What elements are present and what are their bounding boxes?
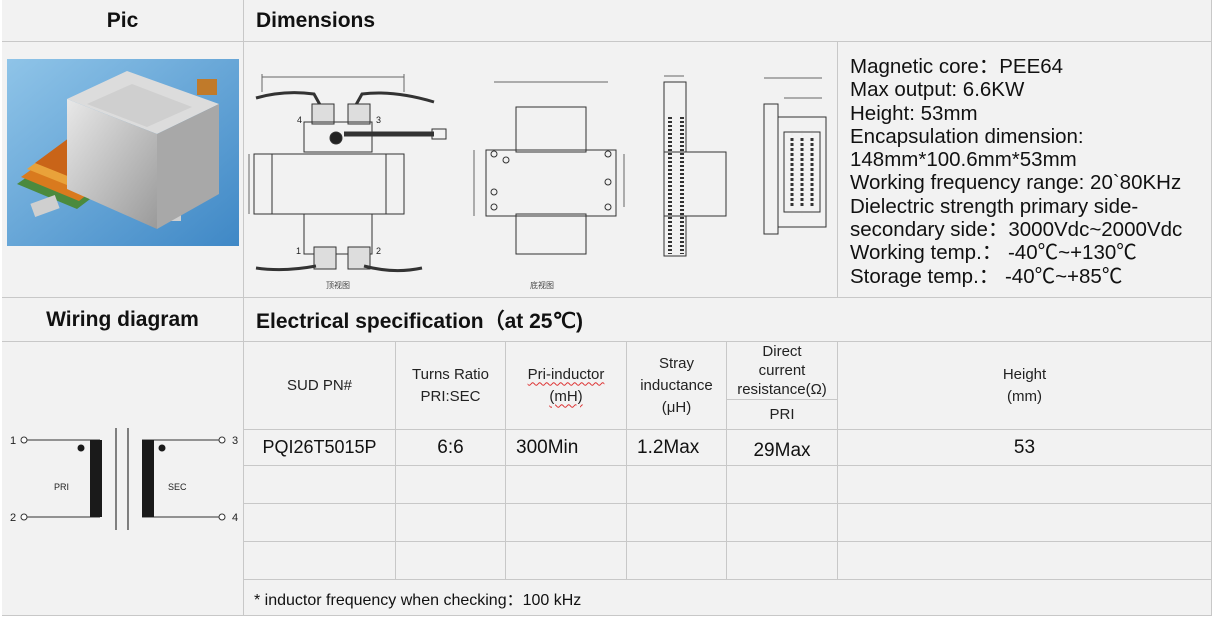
spec-magnetic-core: Magnetic core：PEE64 — [850, 55, 1064, 78]
col-header-stray-inductance: Stray inductance (μH) — [627, 342, 727, 430]
empty-cell — [627, 542, 727, 580]
pin-2-terminal — [20, 513, 28, 521]
col-header-turns-ratio: Turns Ratio PRI:SEC — [396, 342, 506, 430]
cell-height: 53 — [838, 430, 1212, 466]
empty-cell — [727, 466, 838, 504]
spec-max-output: Max output: 6.6KW — [850, 78, 1025, 102]
pin-1-terminal — [20, 436, 28, 444]
pic-header: Pic — [2, 0, 244, 42]
empty-cell — [506, 504, 627, 542]
cell-stray-inductance: 1.2Max — [627, 430, 727, 466]
col-header-pri-inductor: Pri-inductor (mH) — [506, 342, 627, 430]
bottom-view-drawing: 底视图 — [473, 81, 625, 290]
pin-2-label: 2 — [376, 246, 381, 256]
wiring-pin-1: 1 — [10, 435, 16, 447]
empty-cell — [727, 504, 838, 542]
empty-cell — [396, 504, 506, 542]
col-header-height: Height (mm) — [838, 342, 1212, 430]
cell-dcr: 29Max — [727, 430, 838, 466]
cell-pri-inductor: 300Min — [506, 430, 627, 466]
sec-label: SEC — [168, 482, 187, 492]
dimensions-header: Dimensions — [244, 0, 1212, 42]
transformer-photo — [7, 59, 239, 246]
spec-storage-temp: Storage temp.： -40℃~+85℃ — [850, 264, 1123, 288]
top-view-caption: 顶视图 — [326, 280, 350, 290]
spec-encapsulation-value: 148mm*100.6mm*53mm — [850, 148, 1077, 172]
dimension-drawings: 4 3 1 2 顶视图 底视图 — [248, 74, 827, 290]
pri-label: PRI — [54, 482, 69, 492]
empty-cell — [838, 542, 1212, 580]
specs-cell — [838, 42, 1212, 298]
empty-cell — [244, 542, 396, 580]
pin-1-label: 1 — [296, 246, 301, 256]
bottom-view-caption: 底视图 — [530, 280, 554, 290]
spec-working-temp: Working temp.： -40℃~+130℃ — [850, 241, 1137, 265]
end-view-drawing — [763, 77, 827, 235]
pin-3-label: 3 — [376, 115, 381, 125]
pin-3-terminal — [218, 436, 226, 444]
spec-dielectric-label: Dielectric strength primary side- — [850, 194, 1139, 218]
empty-cell — [727, 542, 838, 580]
specs-list: Magnetic core：PEE64 Max output: 6.6KW He… — [850, 55, 1182, 288]
empty-cell — [396, 466, 506, 504]
empty-cell — [627, 504, 727, 542]
cell-pn: PQI26T5015P — [244, 430, 396, 466]
empty-cell — [627, 466, 727, 504]
empty-cell — [838, 504, 1212, 542]
cell-turns-ratio: 6:6 — [396, 430, 506, 466]
frequency-footnote: * inductor frequency when checking：100 k… — [244, 580, 1212, 616]
spec-frequency: Working frequency range: 20`80KHz — [850, 171, 1182, 195]
pin-4-label: 4 — [297, 115, 302, 125]
col-header-dcr-pri: PRI — [727, 400, 838, 430]
empty-cell — [506, 466, 627, 504]
col-header-pn: SUD PN# — [244, 342, 396, 430]
empty-cell — [506, 542, 627, 580]
side-view-drawing — [663, 75, 727, 257]
pri-polarity-dot — [77, 444, 85, 452]
sec-polarity-dot — [158, 444, 166, 452]
top-view-drawing: 4 3 1 2 顶视图 — [248, 74, 447, 290]
spec-dielectric-value: secondary side：3000Vdc~2000Vdc — [850, 218, 1183, 242]
wiring-header: Wiring diagram — [2, 298, 244, 342]
empty-cell — [244, 504, 396, 542]
empty-cell — [244, 466, 396, 504]
wiring-pin-4: 4 — [232, 512, 238, 524]
wiring-pin-3: 3 — [232, 435, 238, 447]
empty-cell — [396, 542, 506, 580]
wiring-pin-2: 2 — [10, 512, 16, 524]
col-header-dcr: Direct current resistance(Ω) — [727, 342, 838, 400]
product-photo-cell — [2, 42, 244, 298]
spec-encapsulation-label: Encapsulation dimension: — [850, 124, 1084, 148]
spec-height: Height: 53mm — [850, 101, 978, 125]
wiring-diagram-cell: 1 2 3 4 PRI SEC — [2, 342, 244, 616]
pin-4-terminal — [218, 513, 226, 521]
wiring-diagram: 1 2 3 4 PRI SEC — [10, 428, 238, 530]
electrical-header: Electrical specification（at 25℃) — [244, 298, 1212, 342]
empty-cell — [838, 466, 1212, 504]
dimension-drawings-cell: 4 3 1 2 顶视图 底视图 — [244, 42, 838, 298]
